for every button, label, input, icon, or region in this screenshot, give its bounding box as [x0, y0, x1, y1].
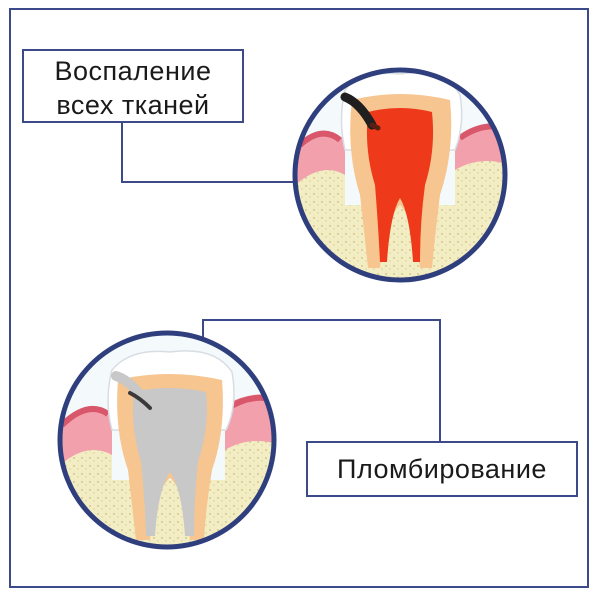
- diagram-frame: [9, 8, 589, 588]
- inflammation-label-line1: Воспаление: [54, 56, 212, 86]
- filling-label-box: Пломбирование: [306, 441, 578, 497]
- inflamed-tooth-illustration: [292, 67, 508, 283]
- inflammation-label-line2: всех тканей: [56, 90, 210, 120]
- filled-tooth-illustration: [57, 330, 277, 550]
- filling-label-text: Пломбирование: [337, 454, 547, 484]
- inflammation-label-box: Воспаление всех тканей: [22, 49, 244, 123]
